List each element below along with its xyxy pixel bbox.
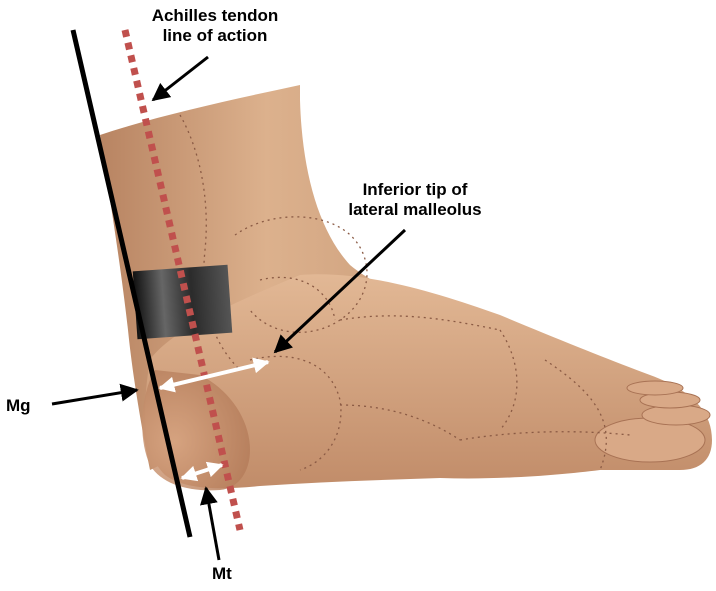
achilles-label-line2: line of action — [120, 26, 310, 46]
achilles-label-line1: Achilles tendon — [120, 6, 310, 26]
mt-label: Mt — [212, 564, 232, 584]
achilles-label: Achilles tendon line of action — [120, 6, 310, 46]
malleolus-label-line2: lateral malleolus — [330, 200, 500, 220]
achilles-pointer-arrow — [153, 57, 208, 100]
mg-pointer-arrow — [52, 390, 137, 404]
mg-label: Mg — [6, 396, 31, 416]
malleolus-label-line1: Inferior tip of — [330, 180, 500, 200]
mt-pointer-arrow — [206, 488, 219, 560]
malleolus-label: Inferior tip of lateral malleolus — [330, 180, 500, 220]
